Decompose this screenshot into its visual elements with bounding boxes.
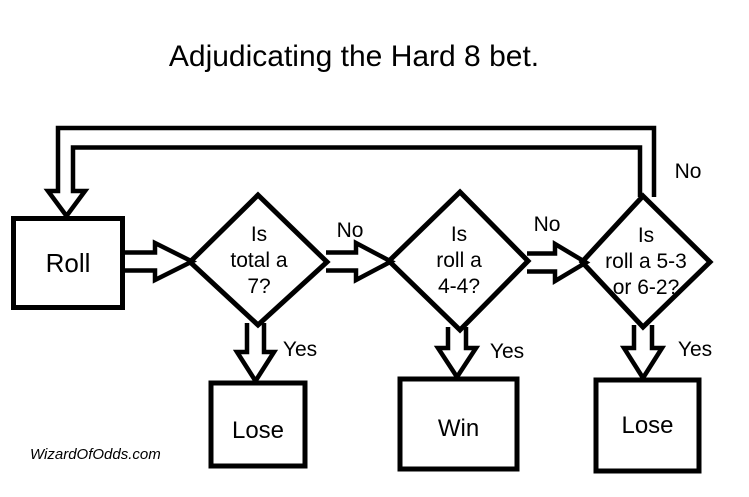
arrow-d1-to-d2-no: [326, 239, 396, 284]
lose1-box: [208, 380, 308, 469]
decision1-label: Is total a 7?: [189, 222, 329, 300]
roll-node-label: Roll: [45, 248, 91, 278]
decision1-line2: total a: [230, 249, 288, 272]
edge-label-no-1: No: [336, 219, 364, 242]
arrow-d3-to-lose2-yes: [619, 325, 667, 383]
decision2-diamond: [385, 188, 532, 334]
lose2-box: [593, 377, 702, 474]
decision3-label: Is roll a 5-3 or 6-2?: [576, 223, 716, 301]
decision1-line3: 7?: [247, 275, 271, 298]
decision3-line1: Is: [637, 224, 655, 247]
edge-label-yes-2: Yes: [489, 340, 525, 363]
arrow-d1-to-lose1-yes: [232, 323, 279, 386]
decision2-label: Is roll a 4-4?: [389, 222, 529, 300]
watermark-text: WizardOfOdds.com: [30, 446, 161, 463]
edge-label-yes-3: Yes: [677, 338, 713, 361]
diagram-title: Adjudicating the Hard 8 bet.: [168, 40, 540, 73]
arrow-d2-to-d3-no: [527, 240, 591, 285]
lose2-node-label: Lose: [621, 411, 674, 439]
decision2-line3: 4-4?: [437, 275, 481, 298]
decision1-diamond: [186, 191, 331, 329]
lose1-node-label: Lose: [231, 416, 285, 444]
decision3-line2: roll a 5-3: [605, 250, 687, 273]
edge-label-no-2: No: [533, 213, 561, 236]
decision3-diamond: [578, 192, 714, 331]
edge-label-yes-1: Yes: [282, 338, 318, 361]
edge-label-no-3: No: [674, 160, 702, 183]
arrow-d2-to-win-yes: [433, 327, 481, 382]
roll-box: [11, 216, 125, 310]
decision2-line2: roll a: [436, 249, 482, 272]
decision3-line3: or 6-2?: [612, 276, 680, 299]
arrow-roll-to-d1: [122, 239, 198, 284]
win-box: [397, 376, 520, 472]
win-node-label: Win: [437, 415, 480, 442]
loop-no-arrow: [43, 125, 657, 220]
decision2-line1: Is: [450, 223, 468, 246]
decision1-line1: Is: [250, 223, 268, 246]
